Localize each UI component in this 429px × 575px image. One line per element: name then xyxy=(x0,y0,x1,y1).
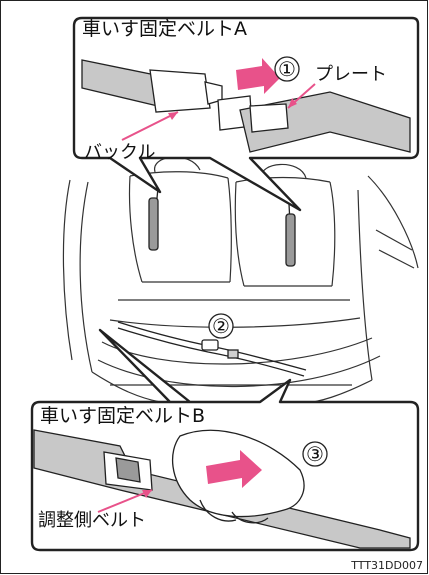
insert-arrow xyxy=(236,58,280,94)
adjust-belt-pointer-arrow xyxy=(97,489,153,513)
step-1-circle xyxy=(274,56,300,82)
plate-label: プレート xyxy=(315,64,387,85)
vehicle-interior xyxy=(62,156,419,405)
hanging-straps xyxy=(148,187,296,267)
step-2-circle xyxy=(208,313,234,339)
pull-arrow xyxy=(206,450,262,488)
image-code: TTT31DD007 xyxy=(351,559,423,572)
buckle-pointer-arrow xyxy=(121,111,179,141)
step-2-number: ② xyxy=(212,314,230,338)
adjust-belt-label: 調整側ベルト xyxy=(38,510,146,531)
belt-a-illustration xyxy=(81,59,411,153)
belt-b-title: 車いす固定ベルトB xyxy=(40,405,206,427)
belt-a-title: 車いす固定ベルトA xyxy=(82,18,247,40)
step-3-circle xyxy=(302,441,328,467)
buckle-label: バックル xyxy=(84,142,156,163)
step-1-number: ① xyxy=(278,57,296,81)
step-3-number: ③ xyxy=(306,442,324,466)
floor-belt xyxy=(117,321,307,377)
